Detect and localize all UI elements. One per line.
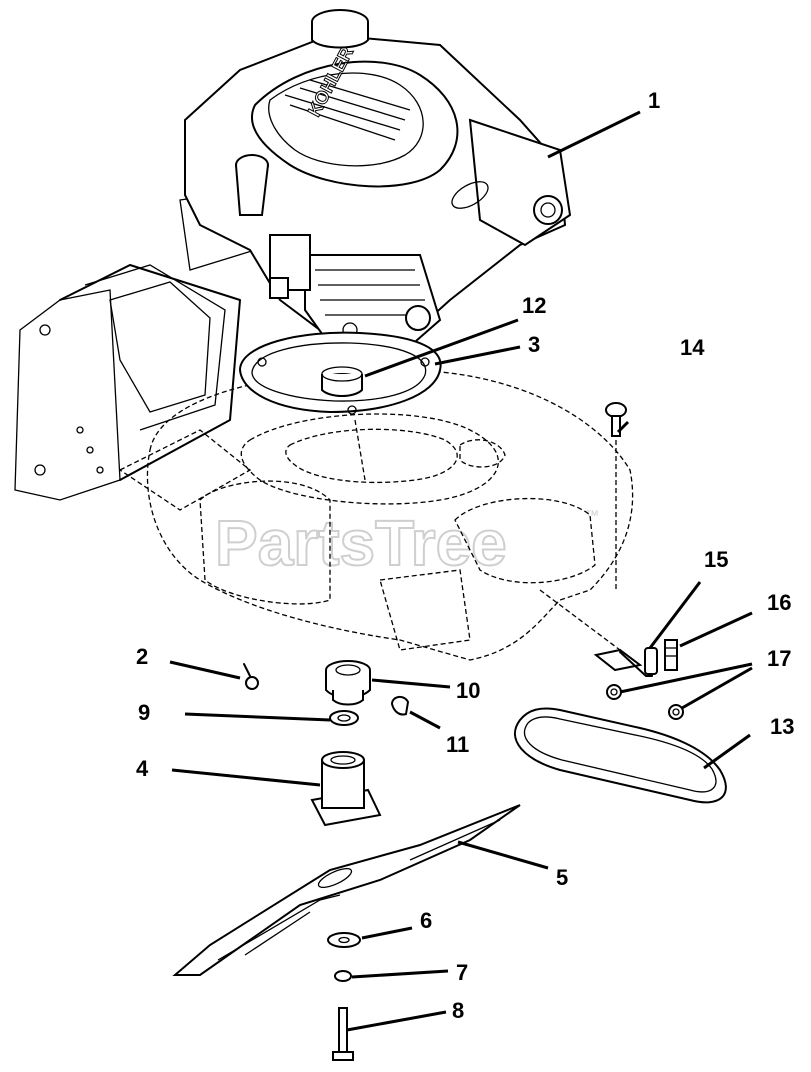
engine-gasket [238, 331, 442, 415]
watermark-text: PartsTree [215, 507, 507, 579]
callout-15: 15 [704, 547, 728, 572]
callout-5: 5 [556, 865, 568, 890]
carriage-bolt [605, 402, 627, 590]
blade-washer [327, 932, 361, 948]
callout-11: 11 [446, 732, 469, 757]
spacer [321, 366, 363, 397]
callout-2: 2 [136, 644, 148, 669]
callout-17: 17 [767, 646, 791, 671]
bearing [325, 660, 371, 706]
blade-nut [334, 970, 352, 982]
callout-9: 9 [138, 700, 150, 725]
callout-7: 7 [456, 960, 468, 985]
blade-adapter [310, 751, 382, 827]
lock-washer [329, 710, 359, 726]
stud [664, 639, 678, 671]
mower-deck [146, 369, 634, 661]
key [390, 696, 410, 716]
rear-flap-assembly [14, 189, 256, 511]
callout-6: 6 [420, 908, 432, 933]
callout-13: 13 [770, 714, 794, 739]
leader-lines [169, 110, 753, 1032]
callout-4: 4 [136, 756, 149, 781]
watermark-trademark: ™ [585, 507, 599, 523]
mower-blade [172, 804, 521, 976]
callout-1: 1 [648, 88, 660, 113]
callout-16: 16 [767, 590, 791, 615]
engine-assembly: KOHLER [184, 9, 572, 357]
screw [243, 663, 259, 690]
callout-10: 10 [456, 678, 480, 703]
callout-12: 12 [522, 293, 546, 318]
watermark: PartsTree ™ [214, 506, 599, 580]
callout-labels: 1 2 3 4 5 6 7 8 9 10 11 12 13 14 15 16 1… [136, 88, 794, 1023]
drive-belt [514, 707, 727, 804]
callout-3: 3 [528, 332, 540, 357]
callout-14: 14 [680, 335, 705, 360]
blade-bolt [332, 1007, 354, 1061]
nut-pair [606, 684, 684, 720]
bracket-part [539, 589, 658, 677]
callout-8: 8 [452, 998, 464, 1023]
